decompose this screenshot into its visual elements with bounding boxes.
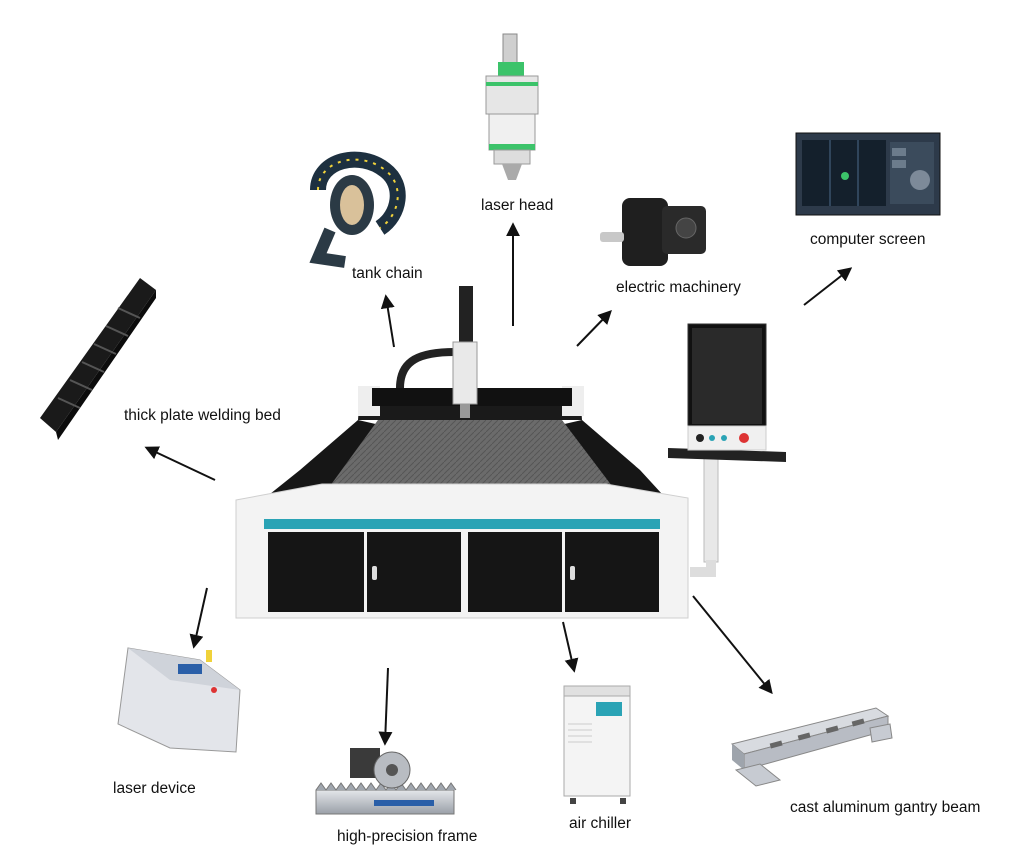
arrow-to-laser-device [189, 587, 208, 649]
arrow-to-electric-machinery [576, 309, 612, 347]
arrow-to-computer-screen [803, 267, 853, 306]
welding-bed-label: thick plate welding bed [124, 407, 281, 424]
gantry-beam-label: cast aluminum gantry beam [790, 799, 981, 816]
electric-machinery-image [600, 198, 706, 266]
arrows [144, 222, 853, 746]
arrow-to-gantry-beam [692, 595, 773, 695]
computer-screen-label: computer screen [810, 231, 926, 248]
laser-device-image [117, 647, 241, 753]
tank-chain-label: tank chain [352, 265, 423, 282]
laser-device-label: laser device [113, 780, 196, 797]
gantry-beam-image [730, 707, 893, 787]
computer-screen-image [795, 132, 941, 216]
precision-frame-label: high-precision frame [337, 828, 478, 845]
laser-head-label: laser head [481, 197, 554, 214]
arrow-to-tank-chain [380, 294, 395, 348]
air-chiller-label: air chiller [569, 815, 632, 832]
arrow-to-welding-bed [144, 446, 216, 481]
laser-head-image [485, 33, 539, 180]
fiber-laser-machine [235, 286, 786, 619]
arrow-to-precision-frame [378, 667, 393, 746]
air-chiller-image [563, 685, 631, 804]
precision-frame-image [315, 748, 457, 815]
tank-chain-image [309, 151, 406, 268]
welding-bed-image [40, 278, 156, 440]
arrow-to-air-chiller [562, 621, 579, 673]
electric-machinery-label: electric machinery [616, 279, 741, 296]
